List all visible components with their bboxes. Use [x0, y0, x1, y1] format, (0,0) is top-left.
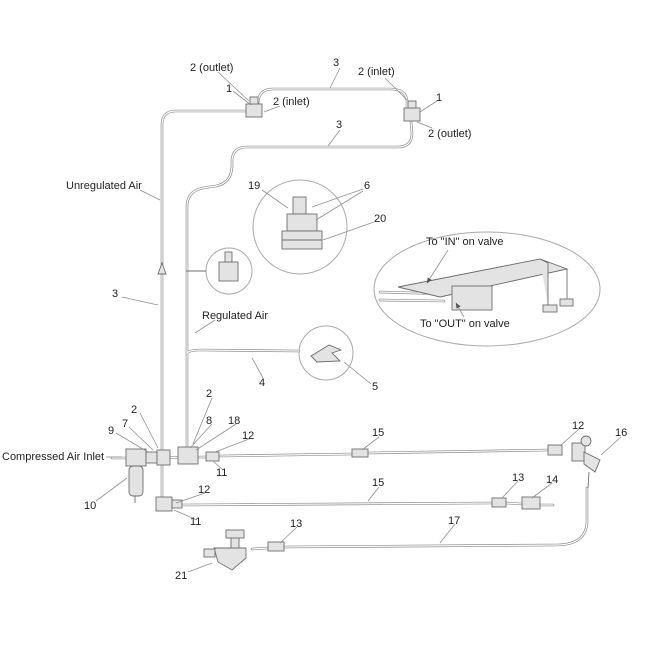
leader-lines: [95, 67, 622, 573]
tee-fitting-left-stub: [249, 96, 259, 105]
diagram-shape: [173, 509, 198, 521]
diagram-shape: [231, 121, 413, 168]
fittings-and-components: [125, 96, 601, 571]
diagram-shape: [192, 397, 213, 445]
elbow-fitting: [155, 496, 173, 512]
diagram-shape: [121, 296, 159, 306]
diagram-shape: [531, 482, 553, 499]
diagram-shape: [505, 502, 523, 505]
diagram-shape: [181, 502, 493, 506]
fitting-7: [145, 451, 158, 464]
valve-stem: [292, 196, 307, 215]
component16-knob: [580, 435, 592, 447]
diagram-shape: [311, 188, 364, 208]
diagram-shape: [367, 486, 380, 502]
detail-callout-circles: [205, 179, 601, 381]
fitting-12-b: [547, 444, 563, 456]
component21-tee: [225, 529, 245, 539]
diagram-shape: [384, 77, 408, 101]
diagram-shape: [187, 562, 213, 573]
diagram-shape: [139, 189, 161, 201]
diagram-shape: [426, 249, 449, 284]
diagram-shape: [263, 105, 281, 113]
tee-fitting-left: [245, 103, 263, 118]
component21-body: [213, 547, 247, 571]
regulator-body: [218, 261, 239, 282]
diagram-shape: [195, 423, 237, 451]
item5-arrow-shape: [310, 344, 343, 363]
diagram-shape: [343, 361, 372, 385]
tee-fitting-manifold: [156, 449, 171, 466]
diagram-shape: [600, 436, 622, 456]
fitting-11-b: [171, 499, 183, 509]
component16-tube: [587, 471, 590, 489]
diagram-shape: [283, 487, 588, 548]
diagram-shape: [329, 67, 341, 89]
component16-body: [571, 442, 586, 462]
valve-body: [286, 213, 318, 232]
diagram-shape: [139, 412, 159, 449]
diagram-shape: [257, 88, 408, 109]
diagram-shape: [189, 423, 213, 449]
diagram-shape: [214, 438, 250, 453]
detail-circle-valve: [252, 179, 348, 275]
diagram-shape: [232, 90, 252, 106]
foot-pedal-foot-b: [559, 298, 574, 307]
fitting-12-a: [205, 451, 220, 462]
filter-bowl: [128, 465, 144, 497]
tube-network: [110, 87, 589, 551]
diagram-shape: [279, 526, 298, 544]
diagram-shape: [455, 302, 465, 318]
diagram-shape: [282, 486, 589, 549]
hose-coupler-mid: [351, 448, 369, 458]
fitting-13-b: [267, 541, 285, 552]
foot-pedal-legs: [539, 258, 568, 306]
detail-ellipse-foot-valve: [373, 231, 601, 347]
diagram-shape: [95, 477, 128, 502]
diagram-shape: [379, 299, 445, 302]
diagram-shape: [217, 71, 250, 102]
fitting-block-8-18: [177, 446, 199, 465]
regulator-stem: [224, 251, 233, 263]
diagram-shape: [230, 120, 414, 169]
diagram-shape: [419, 100, 438, 113]
tee-fitting-right: [403, 107, 421, 122]
fitting-13-a: [491, 497, 507, 508]
diagram-shape: [315, 190, 364, 221]
diagram-shape: [128, 426, 154, 451]
tee-fitting-right-stub: [407, 100, 417, 109]
diagram-shape: [161, 110, 248, 451]
diagram-shape: [559, 428, 580, 447]
diagram-shape: [416, 121, 433, 129]
flow-arrow-icon: [157, 261, 167, 275]
component21-nozzle: [203, 548, 216, 558]
diagram-shape: [212, 460, 224, 471]
diagram-shape: [194, 319, 216, 334]
diagram-shape: [439, 523, 456, 544]
diagram-shape: [256, 87, 409, 110]
component16-handle: [583, 451, 601, 473]
diagram-shape: [185, 165, 234, 450]
detail-circle-item5: [298, 325, 354, 381]
diagram-shape: [175, 492, 206, 504]
diagram-shape: [251, 547, 269, 550]
diagram-shape: [327, 129, 341, 147]
diagram-shape: [219, 453, 353, 457]
filter-head: [125, 448, 147, 467]
diagram-shape: [361, 436, 380, 451]
diagram-shape: [261, 189, 289, 209]
diagram-shape: [500, 480, 519, 500]
diagram-shape: [186, 349, 300, 354]
foot-pedal-foot-a: [542, 304, 558, 313]
fitting-14: [521, 496, 541, 510]
diagram-shape: [367, 449, 551, 454]
diagram-shape: [115, 432, 149, 453]
diagram-shape: [251, 357, 264, 379]
diagram-shape: [186, 166, 233, 449]
diagram-shape: [322, 221, 375, 241]
